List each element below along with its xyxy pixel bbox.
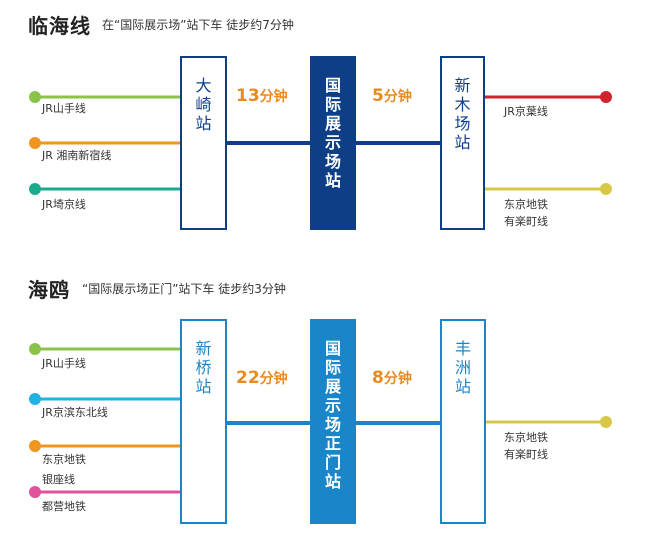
station-shin-kiba: 新木场站 (440, 56, 485, 230)
feeder-dot-yurakucho (600, 416, 612, 428)
feeder-dot-yamanote (29, 343, 41, 355)
time-value: 22 (236, 368, 260, 388)
time-value: 8 (372, 368, 384, 388)
time-unit: 分钟 (383, 89, 412, 105)
feeder-dot-keiyo (600, 91, 612, 103)
station-osaki: 大崎站 (180, 56, 227, 230)
yurikamome-route-lines (29, 343, 612, 498)
feeder-dot-saikyo (29, 183, 41, 195)
station-name-kokusai-tenjijo-seimon: 国际展示场正门站 (324, 339, 341, 491)
line-label-ginza: 银座线 (42, 473, 75, 486)
station-name-toyosu: 丰洲站 (454, 339, 471, 396)
travel-time-right: 5分钟 (372, 86, 412, 106)
travel-time-left: 22分钟 (236, 368, 288, 388)
station-toyosu: 丰洲站 (440, 319, 486, 524)
section-subtitle: “国际展示场正门”站下车 徒步约3分钟 (82, 282, 286, 296)
feeder-dot-yurakucho (600, 183, 612, 195)
line-label-yurakucho-1: 东京地铁 (504, 431, 548, 444)
station-name-shimbashi: 新桥站 (195, 339, 212, 396)
line-label-tokyo-metro: 东京地铁 (42, 453, 86, 466)
section-subtitle: 在“国际展示场”站下车 徒步约7分钟 (102, 18, 294, 32)
line-label-yamanote: JR山手线 (42, 102, 86, 115)
feeder-dot-yamanote (29, 91, 41, 103)
line-label-yurakucho-2: 有楽町线 (504, 448, 548, 461)
line-label-yamanote: JR山手线 (42, 357, 86, 370)
station-kokusai-tenjijo: 国际展示场站 (310, 56, 356, 230)
rinkai-route-lines (29, 91, 612, 195)
line-label-yurakucho-1: 东京地铁 (504, 198, 548, 211)
rinkai-section: 临海线 在“国际展示场”站下车 徒步约7分钟 JR山手线 JR 湘南新宿线 JR… (0, 0, 653, 250)
time-unit: 分钟 (383, 371, 412, 387)
station-name-kokusai-tenjijo: 国际展示场站 (324, 76, 341, 190)
section-title: 海鸥 (28, 278, 70, 302)
line-label-shonan: JR 湘南新宿线 (42, 149, 112, 162)
station-shimbashi: 新桥站 (180, 319, 227, 524)
feeder-dot-keihin-tohoku (29, 393, 41, 405)
feeder-dot-ginza (29, 440, 41, 452)
section-title: 临海线 (28, 14, 91, 38)
time-unit: 分钟 (259, 371, 288, 387)
feeder-dot-shonan (29, 137, 41, 149)
time-unit: 分钟 (259, 89, 288, 105)
travel-time-right: 8分钟 (372, 368, 412, 388)
line-label-keihin-tohoku: JR京滨东北线 (42, 406, 108, 419)
line-label-keiyo: JR京葉线 (504, 105, 548, 118)
travel-time-left: 13分钟 (236, 86, 288, 106)
line-label-yurakucho-2: 有楽町线 (504, 215, 548, 228)
feeder-dot-toei (29, 486, 41, 498)
station-name-osaki: 大崎站 (195, 76, 212, 133)
line-label-toei: 都营地铁 (42, 500, 86, 513)
time-value: 13 (236, 86, 260, 106)
station-kokusai-tenjijo-seimon: 国际展示场正门站 (310, 319, 356, 524)
time-value: 5 (372, 86, 384, 106)
line-label-saikyo: JR埼京线 (42, 198, 86, 211)
station-name-shin-kiba: 新木场站 (454, 76, 471, 152)
yurikamome-section: 海鸥 “国际展示场正门”站下车 徒步约3分钟 JR山手线 JR京滨东北线 东京地… (0, 270, 653, 540)
